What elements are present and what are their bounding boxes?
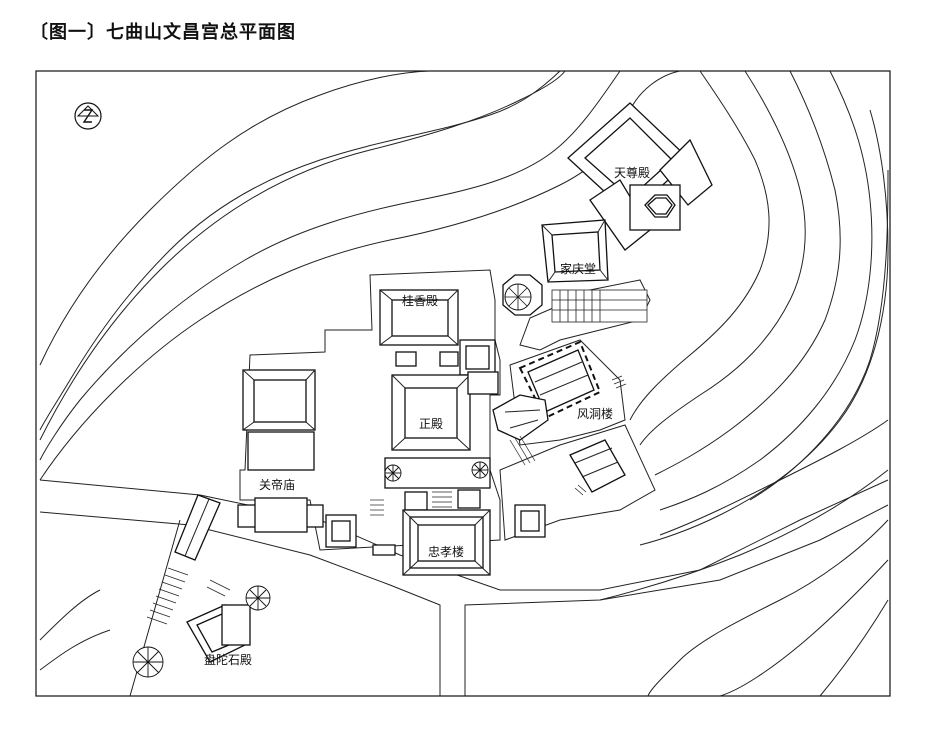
map-frame <box>35 70 891 697</box>
west-gate <box>146 494 231 625</box>
label-tianzundian: 天尊殿 <box>614 165 650 180</box>
tianzundian-complex <box>567 102 713 251</box>
guixiangdian-building <box>379 289 496 376</box>
zhengdian-pavilions <box>384 461 489 482</box>
contour-lines <box>39 70 889 697</box>
guandimiao-building <box>237 369 324 533</box>
pantuoshidian-building <box>186 604 251 663</box>
side-pavilions <box>325 499 546 556</box>
label-zhengdian: 正殿 <box>419 417 443 431</box>
round-pavilions <box>132 585 271 678</box>
north-arrow-icon <box>74 102 102 130</box>
label-guandimiao: 关帝庙 <box>259 477 295 492</box>
label-zhongxiaolou: 忠孝楼 <box>428 544 464 559</box>
zhongxiaolou-building <box>402 489 491 576</box>
label-jiaqingtang: 家庆堂 <box>560 261 596 276</box>
label-guixiangdian: 桂香殿 <box>402 293 438 308</box>
octagon-pavilion <box>502 274 543 316</box>
zhengdian-building <box>384 351 499 489</box>
figure-title: 〔图一〕七曲山文昌宫总平面图 <box>30 22 296 43</box>
jiaqingtang-building <box>541 219 609 283</box>
stairs-east <box>551 289 648 323</box>
label-pantuoshidian: 盘陀石殿 <box>204 652 252 667</box>
fengdonglou-building <box>492 340 627 466</box>
label-fengdonglou: 风洞楼 <box>577 406 613 421</box>
east-hall <box>569 439 626 496</box>
